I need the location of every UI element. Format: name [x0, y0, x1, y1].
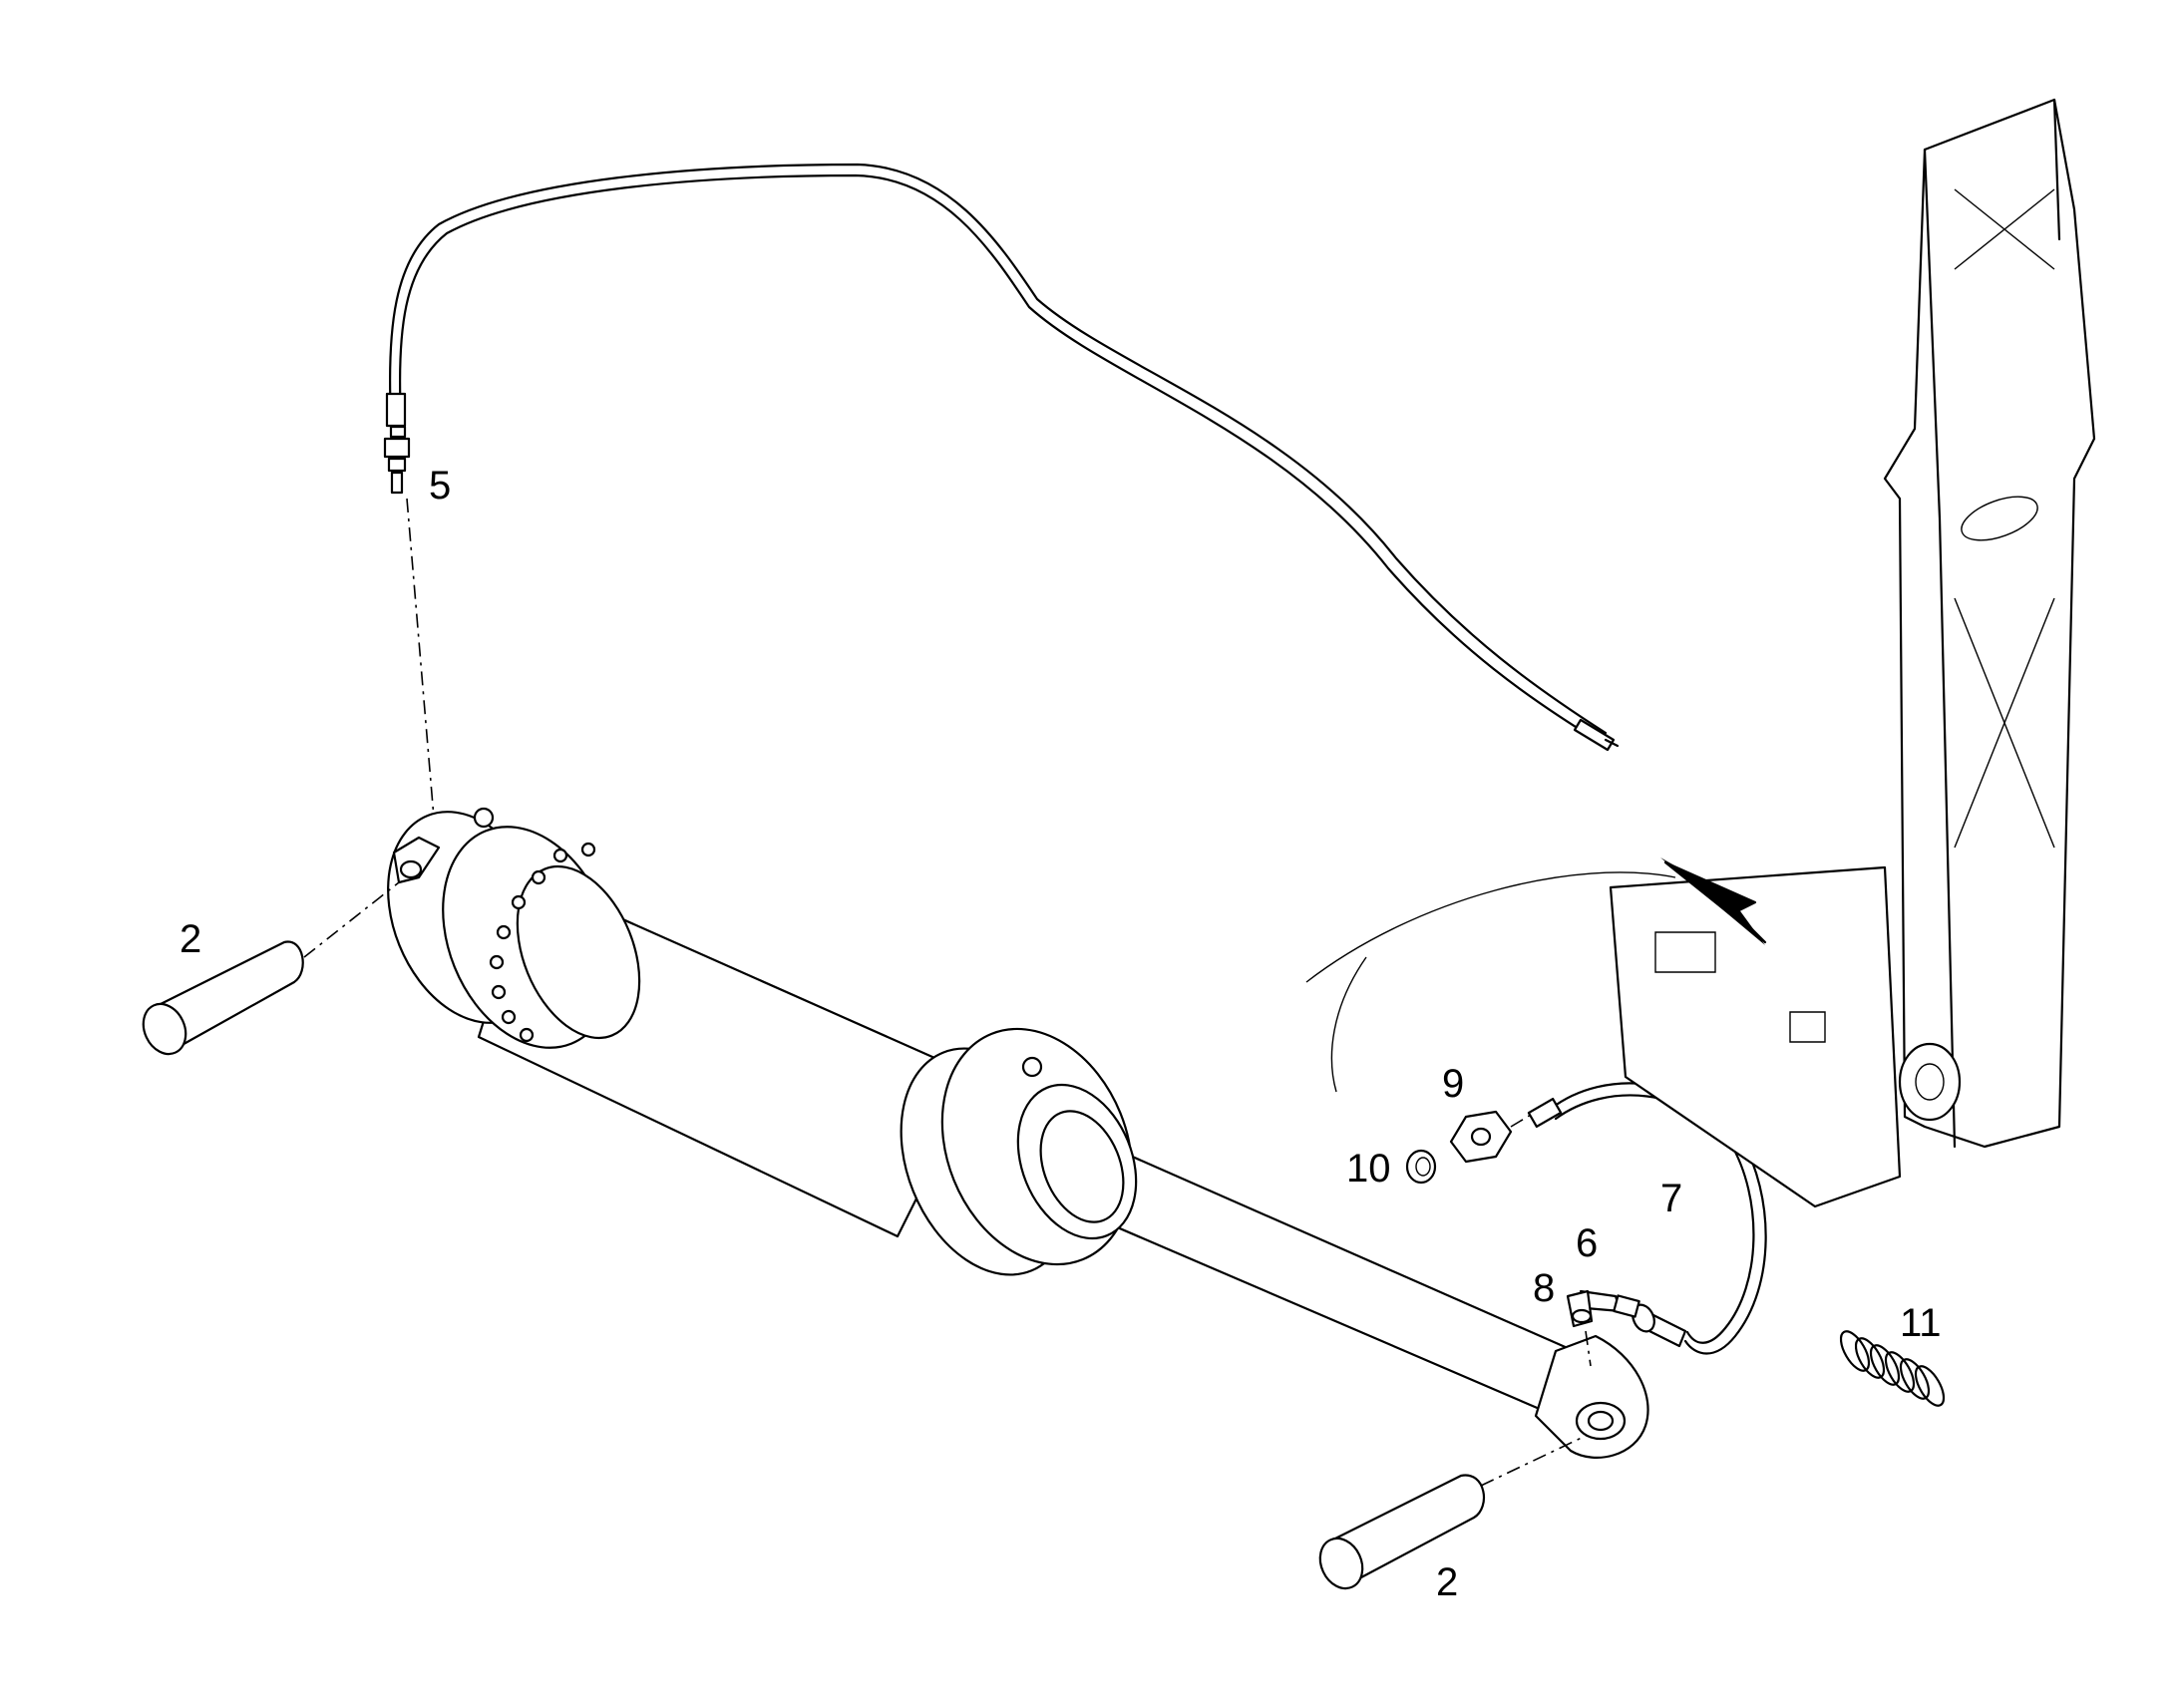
callout-8: 8	[1533, 1266, 1555, 1310]
hydraulic-cylinder	[387, 807, 1649, 1459]
callout-6: 6	[1576, 1221, 1598, 1265]
spring-11	[1839, 1330, 1946, 1407]
upper-hose	[385, 163, 1620, 752]
elbow-fitting-8	[1566, 1289, 1594, 1328]
bolt-ring	[489, 842, 596, 1043]
callout-9: 9	[1442, 1062, 1464, 1106]
machine-frame	[1305, 98, 2096, 1208]
fitting-5	[383, 425, 411, 495]
callout-labels: 5 2 2 9 10 7 6 8 11	[180, 464, 1942, 1604]
callout-11: 11	[1900, 1301, 1942, 1345]
callout-5: 5	[429, 464, 451, 508]
hose-7	[1527, 1082, 1767, 1355]
leader-2-right	[1480, 1435, 1587, 1487]
pin-2-right	[1318, 1474, 1486, 1590]
callout-2-right: 2	[1436, 1560, 1458, 1604]
callout-2-left: 2	[180, 917, 201, 961]
washer-10	[1405, 1149, 1437, 1185]
leader-2-left	[303, 881, 400, 958]
leader-8	[1585, 1330, 1592, 1367]
callout-7: 7	[1660, 1177, 1682, 1220]
leader-5	[406, 498, 435, 819]
pin-2-left	[142, 940, 304, 1056]
callout-10: 10	[1346, 1147, 1391, 1191]
elbow-fitting-6	[1579, 1289, 1640, 1318]
leader-9	[1510, 1114, 1532, 1128]
nut-9	[1449, 1110, 1513, 1164]
